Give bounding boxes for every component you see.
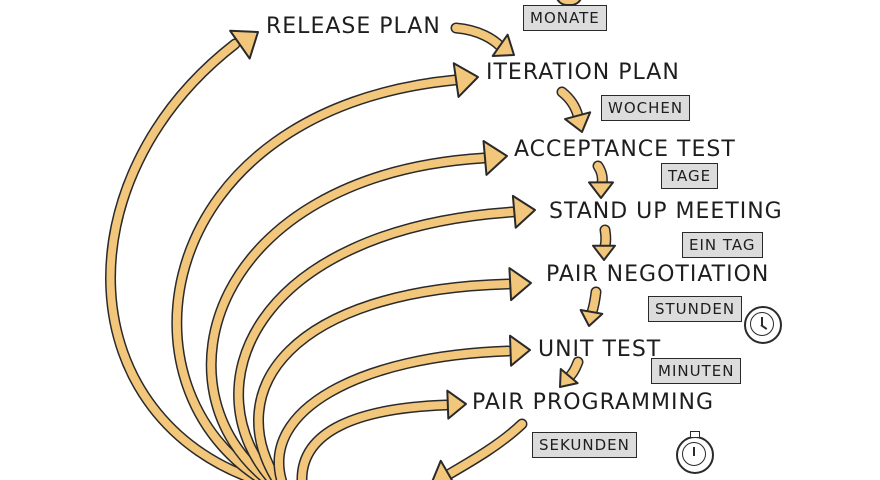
tag-monate: MONATE	[523, 5, 607, 31]
next-arrow-1	[450, 22, 515, 57]
feedback-arrow-release-plan	[105, 29, 268, 480]
stopwatch-face	[682, 442, 706, 466]
next-arrow-3-head	[588, 181, 614, 199]
next-arrow-5-head	[579, 309, 604, 327]
feedback-arrow-stand-up-meeting	[233, 194, 536, 480]
feedback-arrow-unit-test-head	[508, 334, 531, 367]
next-arrow-3-body	[594, 162, 607, 188]
next-arrow-2	[556, 86, 592, 133]
stopwatch-hand	[693, 447, 695, 456]
tag-sekunden: SEKUNDEN	[532, 432, 637, 458]
next-arrow-4	[592, 224, 616, 261]
feedback-arrow-pair-negotiation-head	[508, 267, 532, 302]
feedback-arrow-pair-programming	[296, 389, 467, 480]
step-acceptance-test: ACCEPTANCE TEST	[514, 137, 736, 162]
feedback-arrow-stand-up-meeting-head	[511, 194, 536, 229]
next-arrow-1-head	[491, 33, 515, 57]
feedback-arrow-acceptance-test-head	[482, 139, 508, 176]
feedback-arrow-stand-up-meeting-body	[234, 208, 516, 480]
tag-stunden: STUNDEN	[648, 296, 743, 322]
step-iteration-plan: ITERATION PLAN	[486, 60, 680, 85]
tag-ein-tag: EIN TAG	[682, 232, 763, 258]
next-arrow-4-head	[592, 244, 616, 261]
feedback-arrow-acceptance-test-body	[207, 154, 488, 480]
next-arrow-1-body	[452, 24, 504, 50]
next-arrow-3	[588, 160, 614, 199]
next-arrow-2-head	[564, 111, 592, 133]
feedback-arrow-pair-programming-body	[298, 401, 450, 480]
step-pair-negotiation: PAIR NEGOTIATION	[546, 262, 770, 287]
next-arrow-6-head	[559, 367, 579, 388]
feedback-arrow-release-plan-head	[229, 29, 259, 60]
clock-icon	[744, 306, 782, 344]
return-arrow-from-pair-programming-body	[442, 420, 526, 480]
feedback-arrow-release-plan-body	[106, 40, 266, 480]
next-arrow-5	[579, 286, 604, 327]
feedback-arrow-unit-test	[273, 334, 531, 480]
next-arrow-4-body	[601, 226, 610, 250]
feedback-arrow-acceptance-test	[205, 139, 508, 480]
feedback-arrow-iteration-plan-head	[452, 62, 479, 98]
next-arrow-5-body	[588, 288, 600, 316]
step-unit-test: UNIT TEST	[538, 337, 662, 362]
feedback-arrow-unit-test-body	[275, 347, 512, 480]
sequence-arrows	[450, 22, 616, 388]
step-release-plan: RELEASE PLAN	[266, 14, 441, 39]
clock-hand-hour	[761, 317, 763, 326]
feedback-arrow-iteration-plan-body	[173, 76, 459, 480]
step-pair-programming: PAIR PROGRAMMING	[472, 390, 714, 415]
step-stand-up-meeting: STAND UP MEETING	[549, 199, 783, 224]
feedback-arrow-iteration-plan	[171, 62, 479, 480]
clock-face	[750, 312, 774, 336]
tag-tage: TAGE	[661, 163, 719, 189]
feedback-arrow-pair-negotiation-outline	[253, 278, 514, 480]
feedback-arrow-pair-negotiation-body	[254, 280, 512, 480]
stopwatch-icon	[676, 431, 714, 474]
return-arrow-from-pair-programming	[431, 418, 528, 480]
return-arrow-from-pair-programming-head	[431, 459, 454, 480]
stopwatch-knob	[690, 431, 700, 438]
feedback-arrow-pair-programming-head	[446, 389, 467, 420]
tag-wochen: WOCHEN	[601, 95, 691, 121]
next-arrow-6	[559, 356, 584, 388]
feedback-arrows	[105, 29, 536, 480]
next-arrow-2-body	[558, 88, 582, 120]
feedback-arrow-pair-negotiation	[253, 267, 532, 480]
tag-minuten: MINUTEN	[651, 358, 742, 384]
